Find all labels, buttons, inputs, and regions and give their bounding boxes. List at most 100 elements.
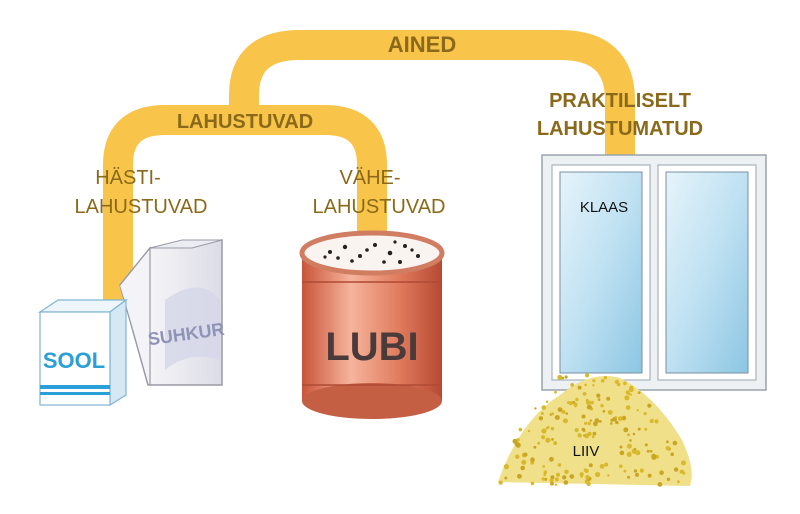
sand-grain (540, 412, 544, 415)
label-poor-2: LAHUSTUVAD (313, 196, 446, 218)
sand-grain (586, 404, 592, 410)
sand-grain (636, 409, 639, 412)
sand-grain (544, 477, 548, 481)
glass-label: KLAAS (580, 199, 628, 216)
sand-grain (557, 407, 563, 412)
sand-grain (627, 475, 631, 479)
label-soluble: LAHUSTUVAD (177, 111, 313, 133)
sand-grain (633, 447, 637, 451)
sand-grain (619, 450, 625, 456)
label-poor-1: VÄHE- (339, 167, 400, 189)
sand-grain (623, 427, 629, 433)
sand-grain (639, 468, 644, 473)
sand-grain (584, 383, 587, 387)
sand-grain (587, 421, 591, 426)
label-insoluble-2: LAHUSTUMATUD (537, 118, 703, 140)
sand-grain (629, 385, 634, 390)
sand-grain (549, 478, 554, 483)
sand-grain (665, 446, 670, 451)
sand-grain (515, 454, 520, 459)
sand-grain (530, 457, 535, 463)
sand-grain (545, 437, 551, 443)
sand-grain (549, 456, 554, 462)
sand-grain (623, 381, 627, 386)
band-soluble-arch (103, 105, 387, 305)
sand-grain (583, 468, 588, 472)
sand-grain (666, 477, 671, 481)
sand-grain (647, 403, 652, 408)
sand-grain (595, 471, 601, 478)
sand-grain (568, 401, 573, 406)
sand-grain (649, 419, 654, 424)
sand-grain (591, 435, 595, 439)
sand-grain (498, 480, 503, 485)
sand-grain (585, 475, 590, 480)
sand-grain (527, 429, 531, 433)
sand-grain (679, 469, 684, 474)
sand-grain (644, 427, 648, 431)
sand-grain (596, 393, 601, 398)
sand-grain (600, 379, 605, 383)
sand-grain (644, 443, 648, 447)
lime-label: LUBI (325, 325, 418, 369)
sand-grain (541, 405, 547, 410)
label-well-2: LAHUSTUVAD (75, 196, 208, 218)
sand-grain (614, 379, 620, 384)
sand-grain (564, 469, 569, 474)
sand-grain (666, 440, 669, 444)
label-well-1: HÄSTI- (95, 167, 161, 189)
sand-grain (607, 474, 610, 477)
band-top-arch (229, 30, 635, 165)
sand-grain (514, 441, 520, 447)
sand-grain (561, 376, 565, 380)
sand-grain (575, 397, 579, 402)
sand-grain (570, 383, 575, 387)
sand-grain (554, 390, 557, 394)
sand-grain (564, 375, 568, 379)
glass-window: KLAAS (541, 154, 767, 391)
sand-grain (635, 472, 639, 477)
sand-grain (592, 384, 595, 387)
sand-grain (632, 432, 636, 436)
sand-grain (619, 445, 623, 449)
sand-grain (574, 428, 579, 433)
sand-grain (541, 428, 547, 434)
band-network (103, 30, 635, 305)
sand-grain (577, 433, 581, 437)
sand-grain (618, 416, 623, 421)
sand-grain (672, 440, 678, 446)
salt-box: SOOL (38, 298, 128, 407)
sand-grain (534, 407, 537, 410)
sand-grain (563, 480, 569, 485)
lime-barrel: LUBI (299, 230, 445, 419)
sand-grain (673, 467, 679, 472)
sand-grain (626, 443, 632, 449)
label-insoluble-1: PRAKTILISELT (549, 90, 691, 112)
sand-grain (530, 481, 535, 486)
sand-grain (533, 445, 537, 449)
sand-grain (541, 435, 546, 440)
sand-grain (543, 473, 546, 477)
sand-grain (649, 449, 653, 453)
sand-grain (562, 418, 568, 424)
sand-grain (621, 415, 627, 421)
sand-grain (579, 472, 584, 477)
sand-grain (543, 470, 548, 475)
sand-grain (623, 469, 627, 473)
sand-grain (607, 410, 613, 415)
sand-grain (551, 438, 554, 441)
sand-grain (604, 462, 609, 467)
sand-grain (633, 469, 638, 473)
sand-grain (550, 427, 555, 431)
sand-grain (588, 463, 593, 468)
sand-grain (517, 473, 522, 479)
sand-grain (615, 420, 619, 425)
sand-grain (580, 474, 583, 478)
sand-grain (504, 476, 508, 480)
sand-grain (582, 392, 587, 396)
salt-label: SOOL (43, 348, 105, 373)
sand-grain (606, 396, 611, 401)
sand-grain (545, 426, 549, 430)
sand-grain (629, 439, 632, 442)
